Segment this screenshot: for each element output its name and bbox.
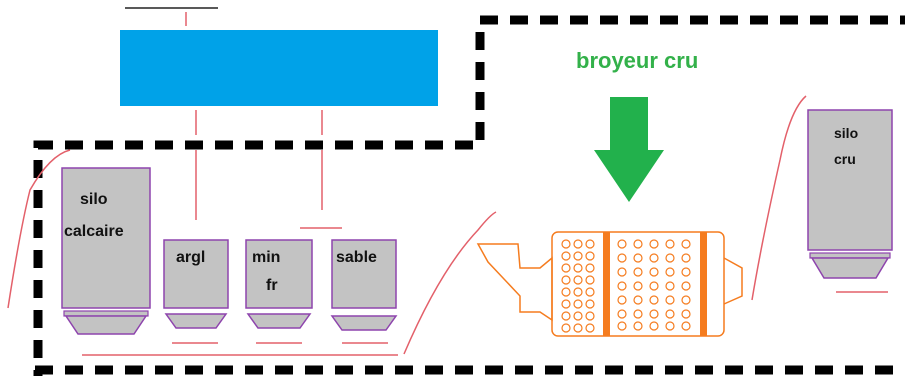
conveyor-line-left bbox=[7, 149, 71, 309]
feeder-bin-icon bbox=[120, 30, 438, 106]
silo-minfr-label-2: fr bbox=[266, 277, 278, 294]
silo-cru-label-2: cru bbox=[834, 151, 856, 167]
conveyor-line-to-mill bbox=[403, 211, 497, 355]
silo-minfr: min fr bbox=[245, 239, 313, 344]
silo-calcaire: silo calcaire bbox=[61, 167, 151, 335]
silo-cru-label-1: silo bbox=[834, 125, 858, 141]
diagram-title: broyeur cru bbox=[576, 48, 698, 73]
silo-calcaire-label-2: calcaire bbox=[64, 223, 124, 240]
silo-sable-label: sable bbox=[336, 249, 377, 266]
silo-argl-label: argl bbox=[176, 249, 205, 266]
silo-sable: sable bbox=[330, 239, 398, 344]
silo-minfr-label-1: min bbox=[252, 249, 280, 266]
silo-argl: argl bbox=[163, 239, 229, 344]
dashed-boundary bbox=[33, 15, 905, 376]
conveyor-line-to-silo-cru bbox=[751, 95, 807, 301]
down-arrow-icon bbox=[594, 97, 664, 202]
raw-mill-icon bbox=[476, 231, 743, 337]
silo-cru: silo cru bbox=[807, 109, 893, 293]
silo-calcaire-label-1: silo bbox=[80, 191, 108, 208]
